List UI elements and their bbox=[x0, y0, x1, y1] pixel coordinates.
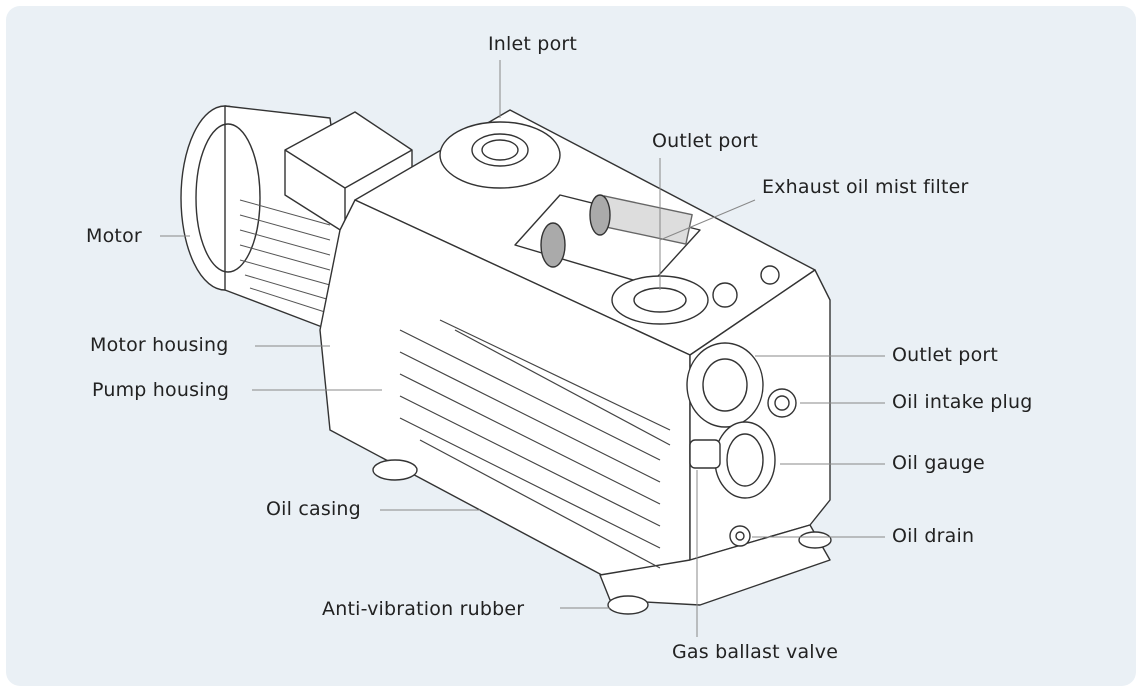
label-anti-vibration: Anti-vibration rubber bbox=[322, 598, 525, 620]
leader-lines bbox=[160, 60, 885, 637]
label-motor-housing: Motor housing bbox=[90, 334, 229, 356]
label-oil-intake-plug: Oil intake plug bbox=[892, 391, 1033, 413]
exhaust-filter-window bbox=[514, 194, 701, 286]
label-outlet-port-side: Outlet port bbox=[892, 344, 999, 366]
label-oil-gauge: Oil gauge bbox=[892, 452, 985, 474]
label-pump-housing: Pump housing bbox=[92, 379, 230, 401]
gas-ballast-valve bbox=[689, 439, 721, 469]
base-plate bbox=[599, 524, 831, 606]
rubber-foot bbox=[607, 595, 649, 615]
label-oil-casing: Oil casing bbox=[266, 498, 361, 520]
label-motor: Motor bbox=[86, 225, 142, 247]
label-oil-drain: Oil drain bbox=[892, 525, 975, 547]
label-outlet-port-top: Outlet port bbox=[652, 130, 759, 152]
label-inlet-port: Inlet port bbox=[488, 33, 578, 55]
label-exhaust-filter: Exhaust oil mist filter bbox=[762, 176, 969, 198]
label-gas-ballast: Gas ballast valve bbox=[672, 641, 839, 663]
